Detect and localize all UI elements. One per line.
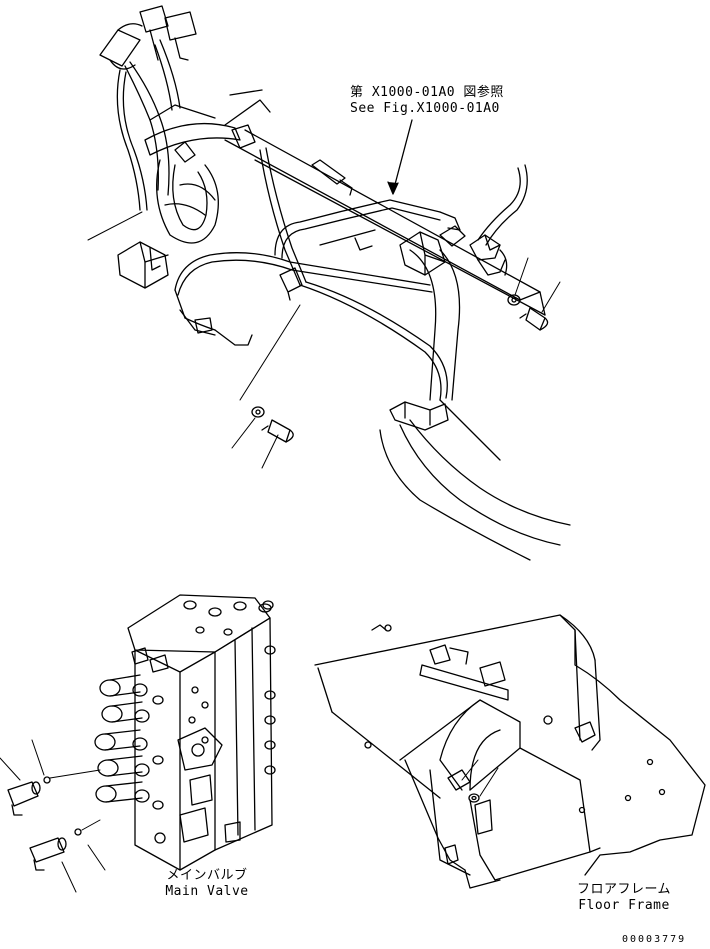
- reference-callout-jp: 第 X1000-01A0 図参照: [350, 85, 504, 100]
- harness-connector-frame: [175, 125, 255, 162]
- cable-sweep: [380, 400, 570, 560]
- frame-beam: [225, 90, 545, 315]
- harness-assembly: [88, 6, 570, 560]
- floor-frame-label-en: Floor Frame: [578, 898, 670, 913]
- harness-connector-mid: [312, 160, 352, 195]
- wire-clamp-center: [280, 268, 302, 300]
- harness-wire-upper: [275, 200, 460, 258]
- leader-lines-frame: [462, 760, 498, 796]
- hose-right: [400, 232, 460, 400]
- main-valve-label-jp: メインバルブ: [166, 868, 248, 883]
- main-valve-assembly: [0, 595, 275, 892]
- fitting-1: [8, 770, 100, 815]
- main-valve-body: [128, 595, 275, 870]
- cable-right-loop: [478, 165, 527, 245]
- harness-connector-top: [100, 6, 196, 69]
- floor-frame-label-jp: フロアフレーム: [576, 882, 672, 897]
- leader-lines-valve: [0, 740, 105, 892]
- hose-loop: [145, 105, 240, 243]
- harness-wire-main: [175, 148, 447, 400]
- floor-frame-plate: [315, 615, 705, 875]
- callout-arrow: [388, 120, 412, 194]
- drawing-number: 00003779: [622, 934, 687, 945]
- washer-bolt-center: [252, 407, 293, 442]
- fitting-2: [30, 820, 100, 870]
- clamp-left: [118, 242, 168, 288]
- washer-bolt-right: [508, 295, 548, 330]
- main-valve-label-en: Main Valve: [165, 884, 249, 899]
- clamp-lower: [390, 402, 448, 430]
- floor-frame-assembly: [315, 615, 705, 888]
- leader-lines-top: [88, 212, 560, 468]
- floor-bolt: [448, 770, 479, 802]
- reference-callout-en: See Fig.X1000-01A0: [350, 101, 500, 116]
- solenoid-stack: [95, 675, 163, 809]
- floor-box: [400, 700, 600, 888]
- harness-connector-right: [440, 226, 507, 275]
